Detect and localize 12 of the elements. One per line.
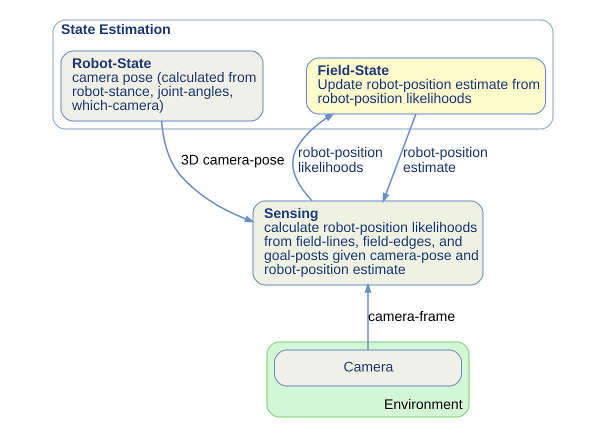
arrow xyxy=(382,114,416,203)
node-box: Field-State Update robot-position estimate from robot-position likelihoods xyxy=(306,58,546,114)
arrow xyxy=(364,282,371,350)
arrow xyxy=(160,121,254,222)
edge-label: robot-position likelihoods xyxy=(298,144,382,176)
arrow xyxy=(292,112,334,202)
node-box: Camera xyxy=(274,350,462,386)
edge-label: robot-position estimate xyxy=(402,144,488,176)
node-box: Sensing calculate robot-position likelihoods from field-lines, field-edges, and goal-posts given camera-pose and robot-position estimate xyxy=(252,200,483,286)
edge-label: camera-frame xyxy=(368,308,455,324)
edge-label: 3D camera-pose xyxy=(180,152,284,168)
node-box: Robot-State camera pose (calculated from robot-stance, joint-angles, which-camera) xyxy=(60,50,263,122)
